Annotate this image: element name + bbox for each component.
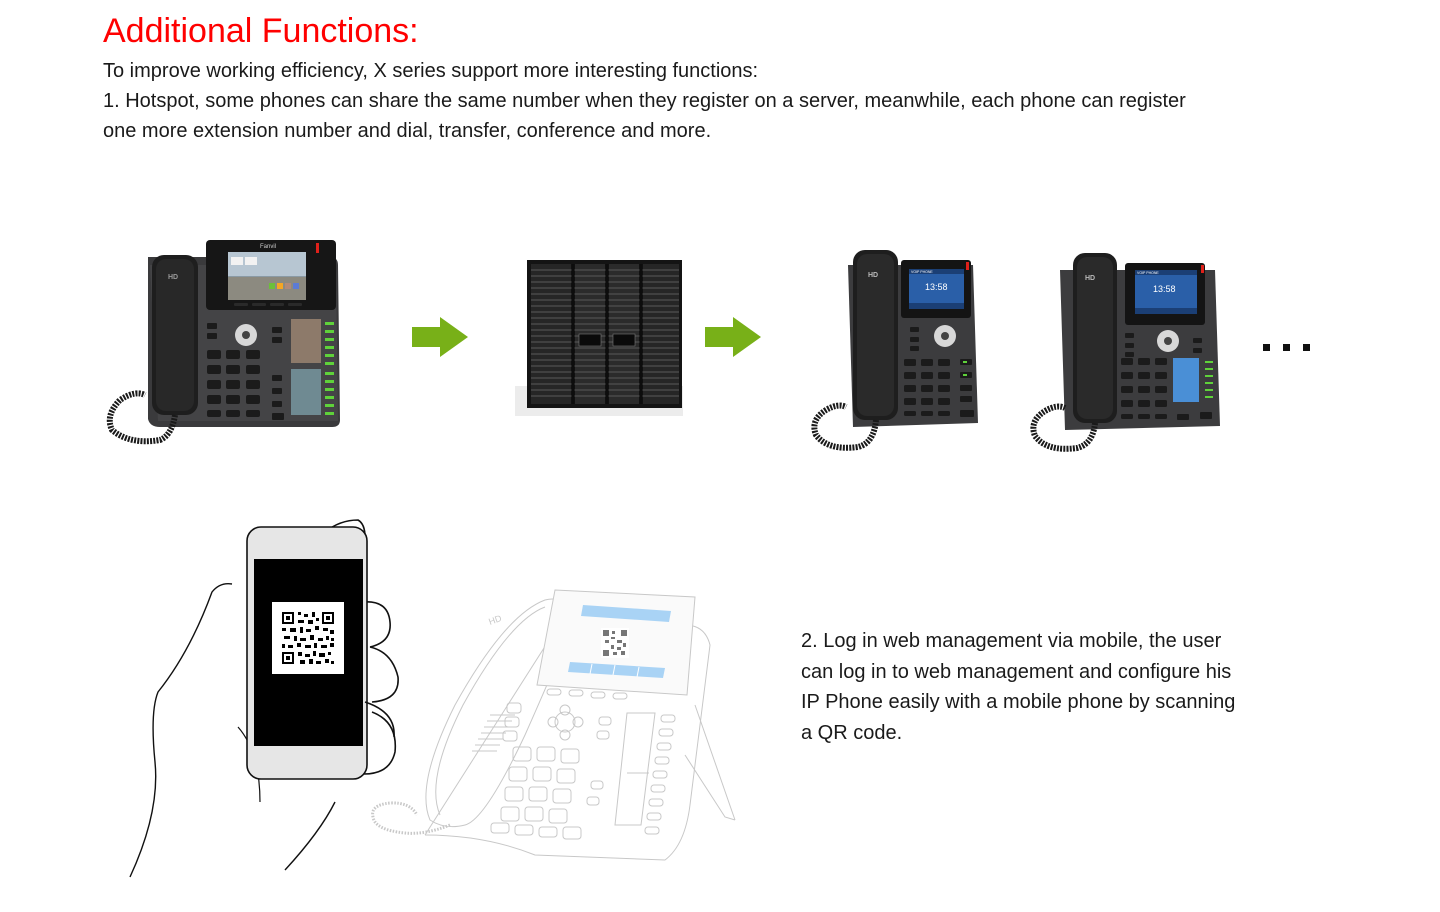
item2-line3: IP Phone easily with a mobile phone by s… <box>801 691 1236 713</box>
coil-cord <box>811 402 879 451</box>
dss-panel-top <box>291 319 321 363</box>
source-phone-illustration: Fanvil HD <box>106 240 340 445</box>
ellipsis-dot <box>1283 344 1290 351</box>
dss-screen <box>1173 358 1199 402</box>
arrow-right-icon <box>705 317 761 357</box>
target-phone-2-illustration: VOIP PHONE 13:58 HD <box>1030 253 1220 452</box>
screen-clock: 13:58 <box>925 282 948 292</box>
phone-screen <box>1135 270 1197 314</box>
svg-text:HD: HD <box>168 274 178 281</box>
ellipsis-dot <box>1263 344 1270 351</box>
hand-outline <box>129 582 233 878</box>
phone-screen <box>909 269 964 309</box>
indicator-led <box>316 243 319 253</box>
target-phone-1-illustration: VOIP PHONE 13:58 HD <box>811 250 978 451</box>
item1-line1: 1. Hotspot, some phones can share the sa… <box>103 90 1186 112</box>
screen-header: VOIP PHONE <box>1137 271 1159 275</box>
server-rack-illustration <box>515 260 683 416</box>
keypad <box>207 323 284 420</box>
item2-line1: 2. Log in web management via mobile, the… <box>801 630 1222 652</box>
item2-line4: a QR code. <box>801 721 903 744</box>
arrow-right-icon <box>412 317 468 357</box>
item2-text: 2. Log in web management via mobile, the… <box>801 626 1311 748</box>
rack-units <box>531 264 679 404</box>
screen-clock: 13:58 <box>1153 284 1176 294</box>
svg-text:Fanvil: Fanvil <box>260 244 276 250</box>
item2-line2: can log in to web management and configu… <box>801 660 1232 683</box>
intro-text: To improve working efficiency, X series … <box>103 56 1343 146</box>
svg-text:HD: HD <box>487 613 503 627</box>
hand-with-smartphone-illustration <box>129 519 399 878</box>
screen-softkey-bar <box>568 662 665 678</box>
dss-panel-bottom <box>291 369 321 415</box>
screen-header-bar <box>581 605 671 622</box>
hd-badge: HD <box>1085 275 1095 282</box>
hd-badge: HD <box>868 272 878 279</box>
item1-line2: one more extension number and dial, tran… <box>103 120 712 142</box>
screen-header: VOIP PHONE <box>911 270 933 274</box>
coil-cord <box>106 390 178 445</box>
coil-cord <box>1030 403 1098 452</box>
keypad <box>1121 333 1212 420</box>
keypad <box>904 327 974 417</box>
intro-lead: To improve working efficiency, X series … <box>103 60 759 82</box>
more-phones-ellipsis <box>1263 344 1310 351</box>
dss-leds <box>325 322 334 415</box>
ellipsis-dot <box>1303 344 1310 351</box>
page-title: Additional Functions: <box>103 12 419 50</box>
ip-phone-line-art-illustration: HD <box>371 589 736 861</box>
